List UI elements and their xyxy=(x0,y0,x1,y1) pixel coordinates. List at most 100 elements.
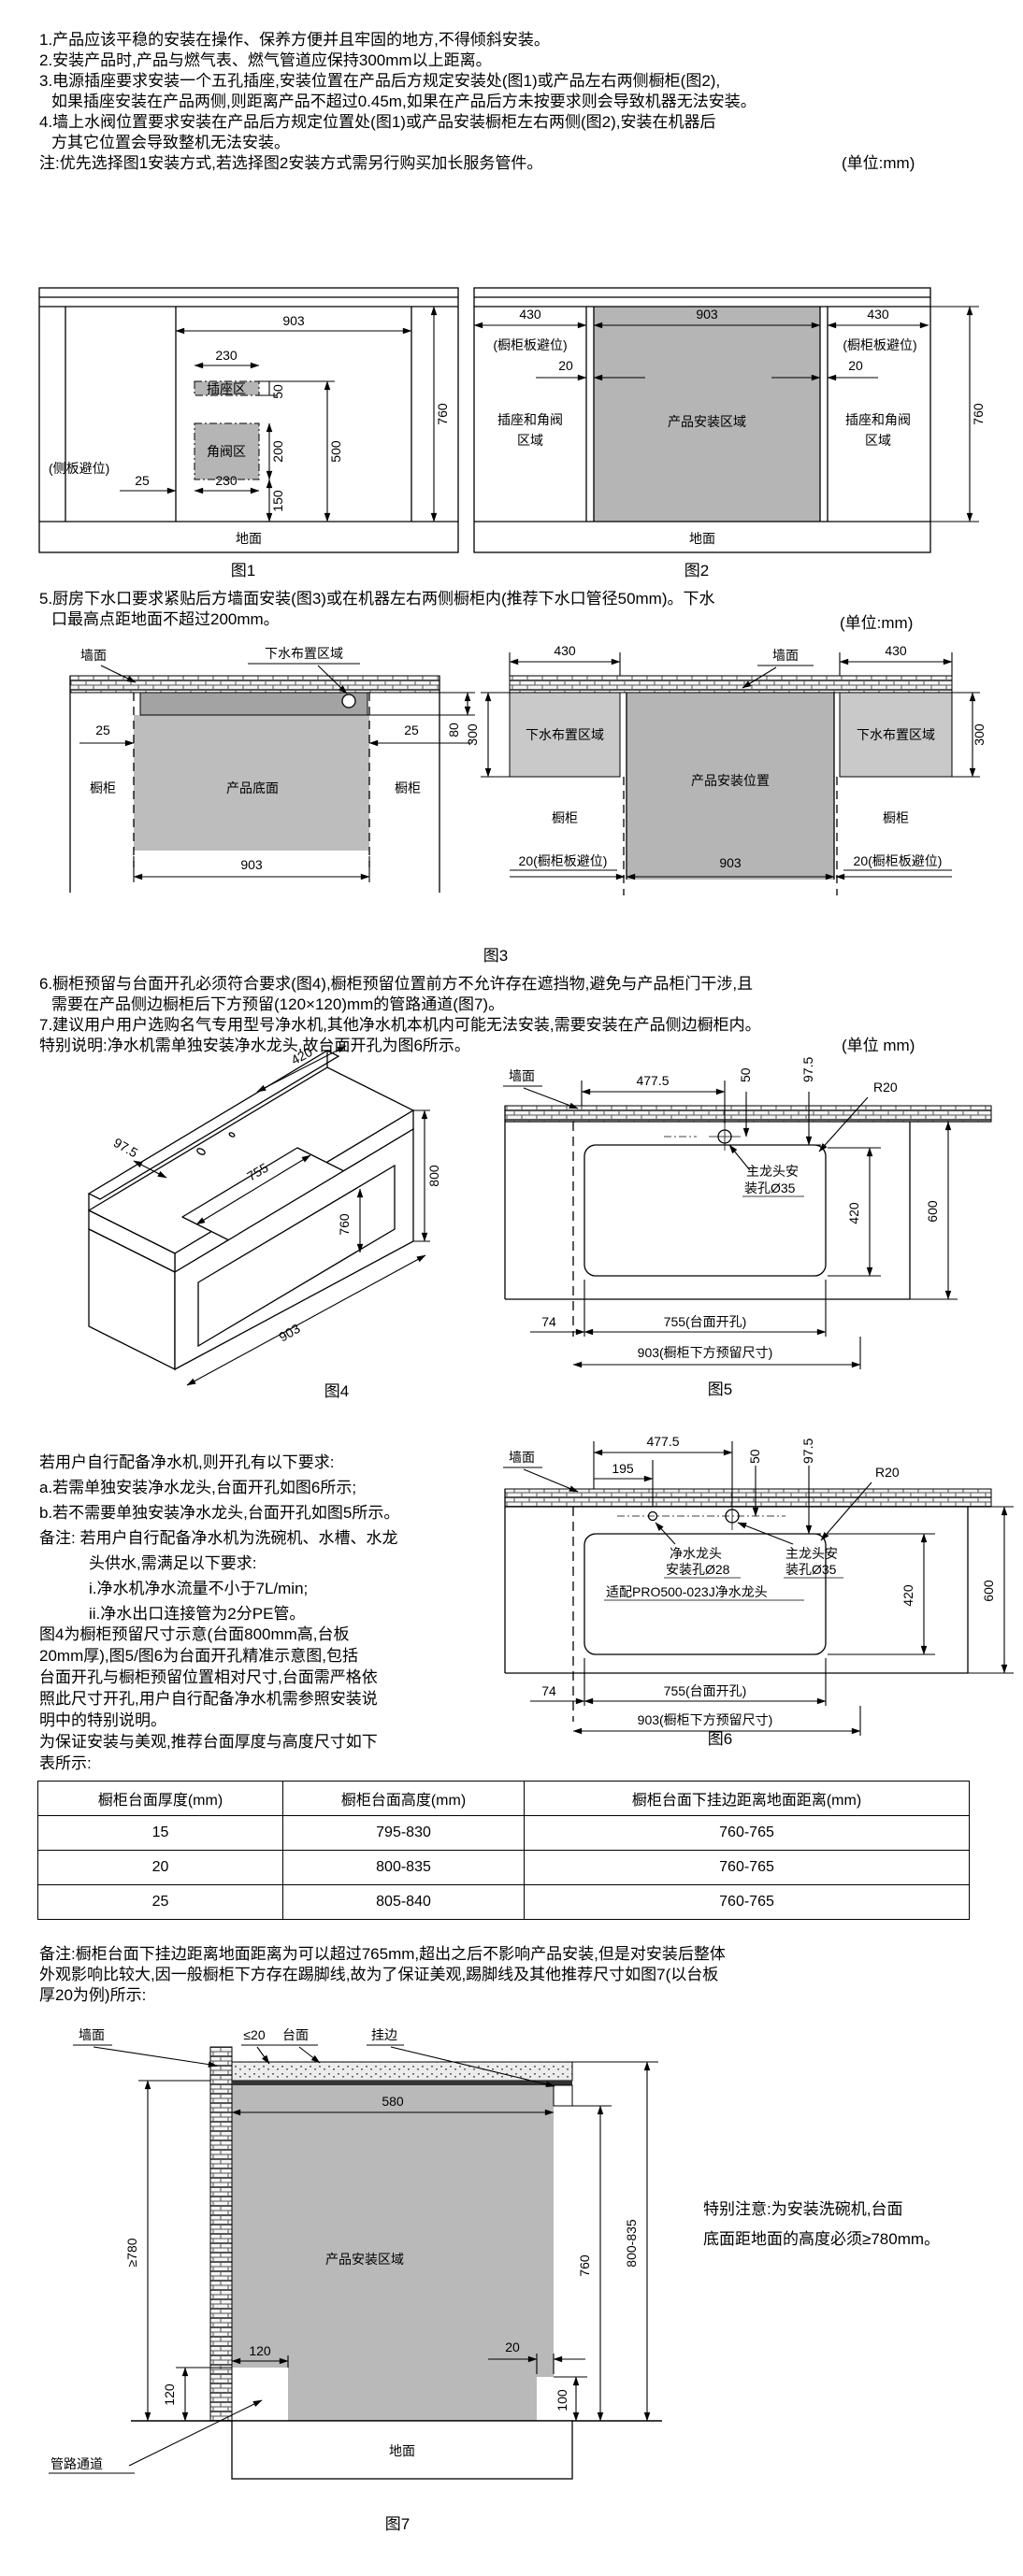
fig3-right-dimensions xyxy=(481,652,980,880)
fig3-drain-box-right-label: 下水布置区域 xyxy=(857,727,935,742)
table-row: 15 795-830 760-765 xyxy=(37,1815,970,1851)
fig7-thickness-label: ≤20 xyxy=(243,2027,265,2042)
fig5-dim-97-5: 97.5 xyxy=(800,1057,815,1082)
fig1-socket-zone xyxy=(194,380,260,396)
fig6-dim-50: 50 xyxy=(747,1449,762,1464)
item7-line-1: 7.建议用户用户选购名气专用型号净水机,其他净水机本机内可能无法安装,需要安装在… xyxy=(39,1016,761,1034)
fig3-dim-300-left: 300 xyxy=(465,723,480,746)
fig3-product-position-area xyxy=(627,693,834,880)
fig6-dim-600: 600 xyxy=(981,1580,996,1602)
fig2-socket-valve-right-1: 插座和角阀 xyxy=(845,412,911,427)
fig2-dim-20-right: 20 xyxy=(848,358,863,373)
fig7-dim-760: 760 xyxy=(577,2254,592,2277)
fig3-dim-430-left: 430 xyxy=(554,643,576,658)
fig7-dim-20: 20 xyxy=(505,2340,520,2354)
fig7-dim-120-horizontal: 120 xyxy=(249,2343,271,2358)
figure6-diagram: 墙面 477.5 195 50 97.5 R20 净水龙头 安装孔Ø28 主龙头… xyxy=(503,1434,1014,1736)
figure6-caption: 图6 xyxy=(707,1730,733,1748)
fig1-dim-230-top: 230 xyxy=(215,348,238,363)
mid-line-6: i.净水机净水流量不小于7L/min; xyxy=(89,1580,309,1597)
figure2-diagram: 430 (橱柜板避位) 20 903 产品安装区域 430 (橱柜板避位) 20… xyxy=(473,287,986,553)
fig6-dim-903-reserve: 903(橱柜下方预留尺寸) xyxy=(638,1712,773,1727)
fig6-dimensions xyxy=(503,1441,1014,1736)
fig6-dim-74: 74 xyxy=(541,1683,556,1698)
fig3-product-bottom-label: 产品底面 xyxy=(226,780,279,795)
fig7-wall-label: 墙面 xyxy=(79,2027,105,2042)
intro-line-1: 1.产品应该平稳的安装在操作、保养方便并且牢固的地方,不得倾斜安装。 xyxy=(39,31,550,49)
fig1-dimension-lines xyxy=(120,306,438,522)
fig3-wall-band-right xyxy=(509,675,953,694)
table-cell: 760-765 xyxy=(524,1884,970,1920)
fig5-dim-420: 420 xyxy=(846,1202,861,1224)
fig5-wall-label: 墙面 xyxy=(509,1068,535,1083)
para2-line-6: 为保证安装与美观,推荐台面厚度与高度尺寸如下 xyxy=(39,1733,378,1751)
fig3-dim-430-right: 430 xyxy=(885,643,907,658)
para2-line-3: 台面开孔与橱柜预留位置相对尺寸,台面需严格依 xyxy=(39,1668,378,1686)
fig6-dim-755-opening: 755(台面开孔) xyxy=(664,1683,747,1698)
fig1-structure-lines xyxy=(38,287,459,553)
fig5-main-hole-label-1: 主龙头安 xyxy=(746,1164,799,1179)
fig4-dimension-lines xyxy=(133,1045,430,1386)
figure3-caption: 图3 xyxy=(483,947,509,965)
fig6-main-hole-label-1: 主龙头安 xyxy=(785,1546,838,1561)
unit-label-3: (单位 mm) xyxy=(842,1037,915,1054)
fig7-hanging-edge-label: 挂边 xyxy=(371,2027,397,2042)
fig6-dim-420: 420 xyxy=(901,1584,915,1607)
fig3-dim-300-right: 300 xyxy=(972,723,987,746)
para2-line-7: 表所示: xyxy=(39,1754,92,1772)
table-header-height: 橱柜台面高度(mm) xyxy=(282,1781,525,1816)
unit-label-1: (单位:mm) xyxy=(842,154,915,172)
fig3-wall-band-left xyxy=(69,675,440,694)
intro-line-3: 3.电源插座要求安装一个五孔插座,安装位置在产品后方规定安装处(图1)或产品左右… xyxy=(39,72,721,90)
fig2-dim-903: 903 xyxy=(696,307,718,322)
fig7-product-area-shape xyxy=(232,2085,554,2421)
fig6-wall-label: 墙面 xyxy=(509,1450,535,1465)
figure1-caption: 图1 xyxy=(230,562,256,580)
fig3-product-bottom-area xyxy=(134,715,369,851)
intro-line-4: 如果插座安装在产品两侧,则距离产品不超过0.45m,如果在产品后方未按要求则会导… xyxy=(51,93,756,110)
figure5-caption: 图5 xyxy=(707,1381,733,1398)
fig2-floor-label: 地面 xyxy=(689,531,715,546)
fig2-socket-valve-right-2: 区域 xyxy=(865,433,891,448)
countertop-size-table: 橱柜台面厚度(mm) 橱柜台面高度(mm) 橱柜台面下挂边距离地面距离(mm) … xyxy=(37,1781,970,1920)
fig1-side-avoid-label: (侧板避位) xyxy=(49,461,109,476)
fig7-pipe-channel-label: 管路通道 xyxy=(50,2456,103,2471)
figure7-caption: 图7 xyxy=(384,2515,411,2533)
figure4-diagram: 420 755 97.5 800 760 903 xyxy=(87,1044,441,1386)
fig3-product-position-label: 产品安装位置 xyxy=(691,773,770,788)
fig3-dim-903-right: 903 xyxy=(719,855,742,870)
fig1-dim-150: 150 xyxy=(270,490,285,512)
fig2-panel-avoid-left: (橱柜板避位) xyxy=(493,337,567,352)
table-cell: 760-765 xyxy=(524,1815,970,1851)
fig5-dim-50: 50 xyxy=(738,1067,753,1082)
remark-line-3: 厚20为例)所示: xyxy=(39,1986,147,2004)
mid-line-7: ii.净水出口连接管为2分PE管。 xyxy=(89,1605,306,1623)
figure5-diagram: 墙面 477.5 50 97.5 R20 主龙头安 装孔Ø35 420 600 … xyxy=(503,1057,992,1369)
fig4-dim-97-5: 97.5 xyxy=(111,1135,141,1161)
fig2-socket-valve-left-2: 区域 xyxy=(517,433,543,448)
fig1-dim-230-bottom: 230 xyxy=(215,473,238,488)
fig3-wall-label-right: 墙面 xyxy=(772,648,799,663)
fig4-dim-800: 800 xyxy=(426,1165,441,1187)
para2-line-1: 图4为橱柜预留尺寸示意(台面800mm高,台板 xyxy=(39,1625,350,1643)
special-note-line-2: 底面距地面的高度必须≥780mm。 xyxy=(703,2230,941,2248)
fig7-dim-800-835: 800-835 xyxy=(624,2219,639,2268)
fig5-radius-r20: R20 xyxy=(873,1080,898,1095)
special-note-line-1: 特别注意:为安装洗碗机,台面 xyxy=(703,2200,903,2218)
table-header-thickness: 橱柜台面厚度(mm) xyxy=(37,1781,283,1816)
fig5-dim-903-reserve: 903(橱柜下方预留尺寸) xyxy=(638,1345,773,1360)
fig6-structure xyxy=(504,1489,991,1722)
fig1-dim-200: 200 xyxy=(270,440,285,463)
mid-line-5: 头供水,需满足以下要求: xyxy=(89,1554,257,1572)
fig2-dim-20-left: 20 xyxy=(558,358,573,373)
unit-label-2: (单位:mm) xyxy=(840,614,914,632)
fig1-dim-50: 50 xyxy=(270,384,285,399)
intro-line-5: 4.墙上水阀位置要求安装在产品后方规定位置处(图1)或产品安装橱柜左右两侧(图2… xyxy=(39,113,716,131)
fig2-socket-valve-left-1: 插座和角阀 xyxy=(497,412,563,427)
fig1-dim-25: 25 xyxy=(135,473,150,488)
table-cell: 805-840 xyxy=(282,1884,525,1920)
mid-line-3: b.若不需要单独安装净水龙头,台面开孔如图5所示。 xyxy=(39,1504,400,1522)
fig7-countertop-rail xyxy=(232,2081,572,2085)
fig2-product-area xyxy=(594,307,820,522)
fig1-dim-500: 500 xyxy=(328,440,343,463)
